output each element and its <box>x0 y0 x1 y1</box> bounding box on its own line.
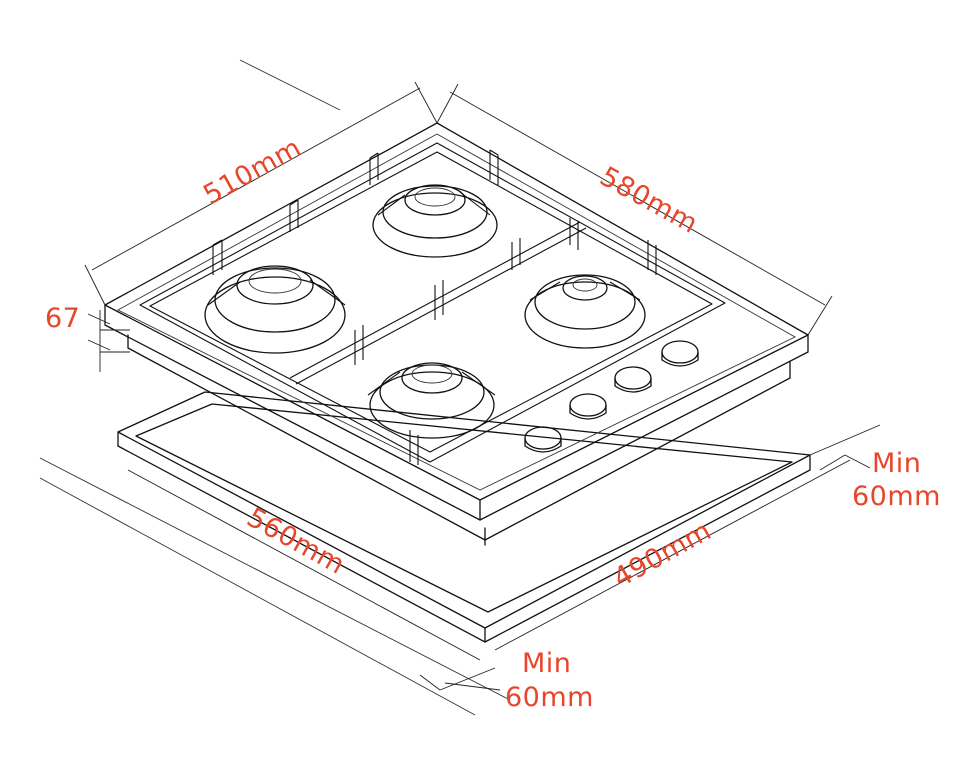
grate-finger <box>289 199 299 232</box>
burner-left <box>204 265 346 354</box>
knob-side <box>524 437 562 453</box>
cutout-outer <box>117 391 811 629</box>
dim-line-490 <box>494 459 851 651</box>
label-width-top: 580mm <box>595 161 703 240</box>
burner-back-cap <box>404 184 466 216</box>
dim-line-560 <box>127 469 481 661</box>
dim-tick-67-a <box>87 313 111 325</box>
burner-front <box>367 362 496 439</box>
grate-outline-inner <box>149 151 713 453</box>
grate-finger <box>434 280 444 320</box>
burner-back-support <box>377 191 491 216</box>
control-knobs <box>524 340 699 453</box>
label-cutout-depth: 560mm <box>242 502 350 581</box>
label-depth-top: 510mm <box>198 132 306 211</box>
pan-supports <box>139 142 726 465</box>
knob-face <box>614 366 652 390</box>
hob-top-plate-inner <box>117 133 796 491</box>
grate-finger <box>354 325 364 365</box>
cutout-inner <box>135 403 793 613</box>
knob-side <box>569 404 607 420</box>
dim-ext-490 <box>809 424 881 456</box>
cutout-frame <box>117 391 811 643</box>
label-height-side: 67 <box>45 303 80 334</box>
worktop-edges <box>39 59 511 716</box>
grate-finger <box>212 239 223 275</box>
dimension-lines <box>84 81 881 691</box>
dim-ext-580-a <box>436 83 459 124</box>
knob-face <box>661 340 699 364</box>
burner-left-cap-top <box>248 268 302 294</box>
grate-finger <box>489 149 499 185</box>
grate-finger <box>511 238 521 270</box>
control-knob <box>524 426 562 453</box>
clearance-front-leader-3 <box>444 682 501 691</box>
burner-right <box>524 274 646 349</box>
label-clearance-front-60mm: 60mm <box>505 682 594 713</box>
burner-back-ring <box>382 185 488 239</box>
dim-ext-580-b <box>807 295 833 336</box>
worktop-front-edge-2 <box>39 477 476 716</box>
burner-right-support <box>529 281 641 301</box>
label-clearance-right-min: Min <box>872 448 921 479</box>
burner-back <box>372 184 498 258</box>
cutout-front-thickness <box>117 445 811 643</box>
grate-outline <box>139 142 726 463</box>
worktop-front-edge-1 <box>39 457 511 701</box>
clearance-front-leader-1 <box>419 674 441 691</box>
control-knob <box>569 393 607 420</box>
dim-ext-510-b <box>414 81 438 124</box>
grate-middle-divider-2 <box>295 227 587 385</box>
burner-right-ring <box>534 274 636 330</box>
burner-front-cap <box>401 362 463 394</box>
burner-back-cap-top <box>414 187 456 207</box>
burner-front-cap-top <box>411 364 453 384</box>
dim-ext-510-a <box>84 264 106 306</box>
burner-front-support <box>367 371 496 396</box>
burner-right-cap <box>562 275 608 301</box>
knob-side <box>661 351 699 367</box>
grate-finger <box>369 152 379 185</box>
burner-front-base <box>369 371 495 439</box>
worktop-back-edge <box>239 59 341 111</box>
clearance-right-leader-2 <box>844 454 871 469</box>
dim-line-580 <box>449 91 826 306</box>
clearance-right-leader-1 <box>819 454 846 471</box>
knob-face <box>569 393 607 417</box>
dim-line-510 <box>91 87 421 271</box>
grate-finger <box>409 430 419 465</box>
control-knob <box>661 340 699 367</box>
burners <box>204 184 646 439</box>
knob-side <box>614 377 652 393</box>
burner-left-support <box>207 279 346 306</box>
clearance-front-leader-2 <box>439 667 496 691</box>
burner-right-base <box>524 281 646 349</box>
grate-finger <box>647 240 657 275</box>
label-clearance-front-min: Min <box>522 648 571 679</box>
burner-right-cap-top <box>572 278 598 292</box>
burner-left-base <box>204 276 346 354</box>
grate-finger <box>569 218 579 250</box>
label-clearance-right-60mm: 60mm <box>852 481 941 512</box>
label-cutout-width: 490mm <box>608 515 716 594</box>
control-knob <box>614 366 652 393</box>
burner-front-ring <box>379 364 485 420</box>
dim-tick-67-b <box>87 339 111 351</box>
hob-body <box>104 122 809 546</box>
burner-back-base <box>372 192 498 258</box>
dimension-labels: 510mm 580mm 67 560mm 490mm Min 60mm Min … <box>45 132 941 713</box>
burner-left-cap <box>236 265 314 305</box>
